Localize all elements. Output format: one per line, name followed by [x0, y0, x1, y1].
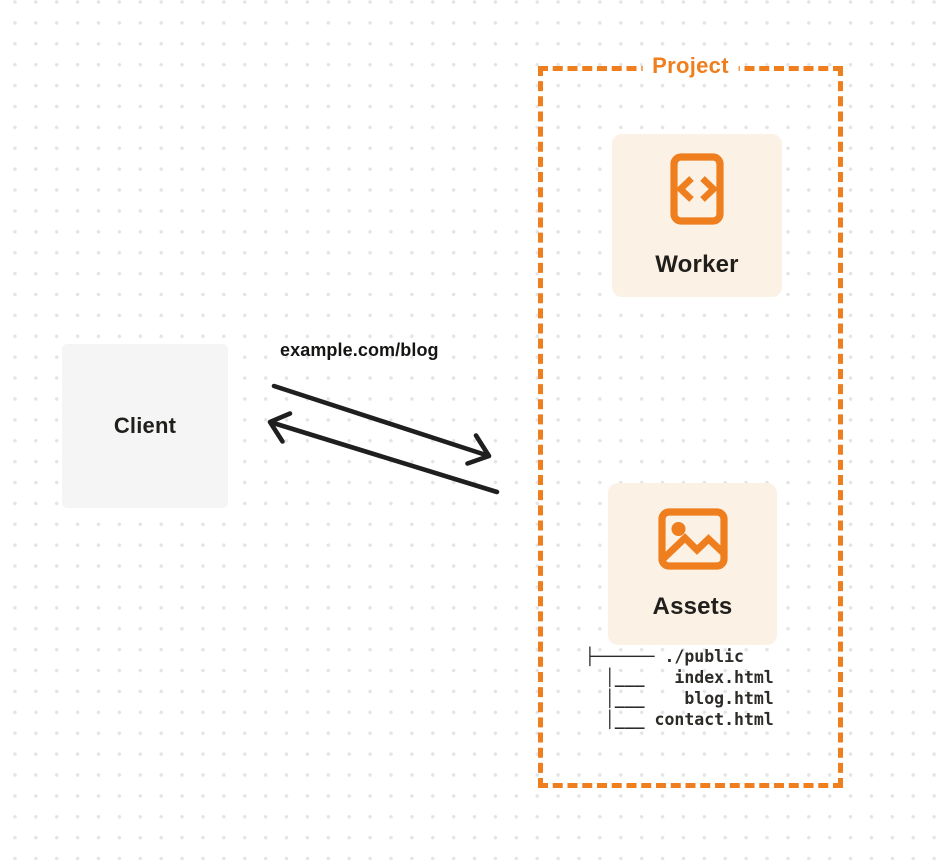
request-arrow — [271, 383, 492, 466]
client-label: Client — [113, 413, 177, 438]
request-url-label: example.com/blog — [280, 340, 439, 360]
response-arrow — [267, 411, 500, 495]
client-node: Client — [62, 344, 228, 508]
project-boundary: Project Worker Assets ├────── ./public │… — [538, 52, 843, 788]
image-icon — [657, 507, 728, 570]
worker-label: Worker — [655, 250, 739, 278]
assets-file-tree: ├────── ./public │___ index.html │___ bl… — [585, 647, 774, 729]
assets-node: Assets — [608, 483, 777, 645]
worker-node: Worker — [612, 134, 782, 297]
assets-label: Assets — [652, 592, 733, 620]
code-file-icon — [670, 152, 724, 225]
project-label: Project — [642, 52, 739, 79]
